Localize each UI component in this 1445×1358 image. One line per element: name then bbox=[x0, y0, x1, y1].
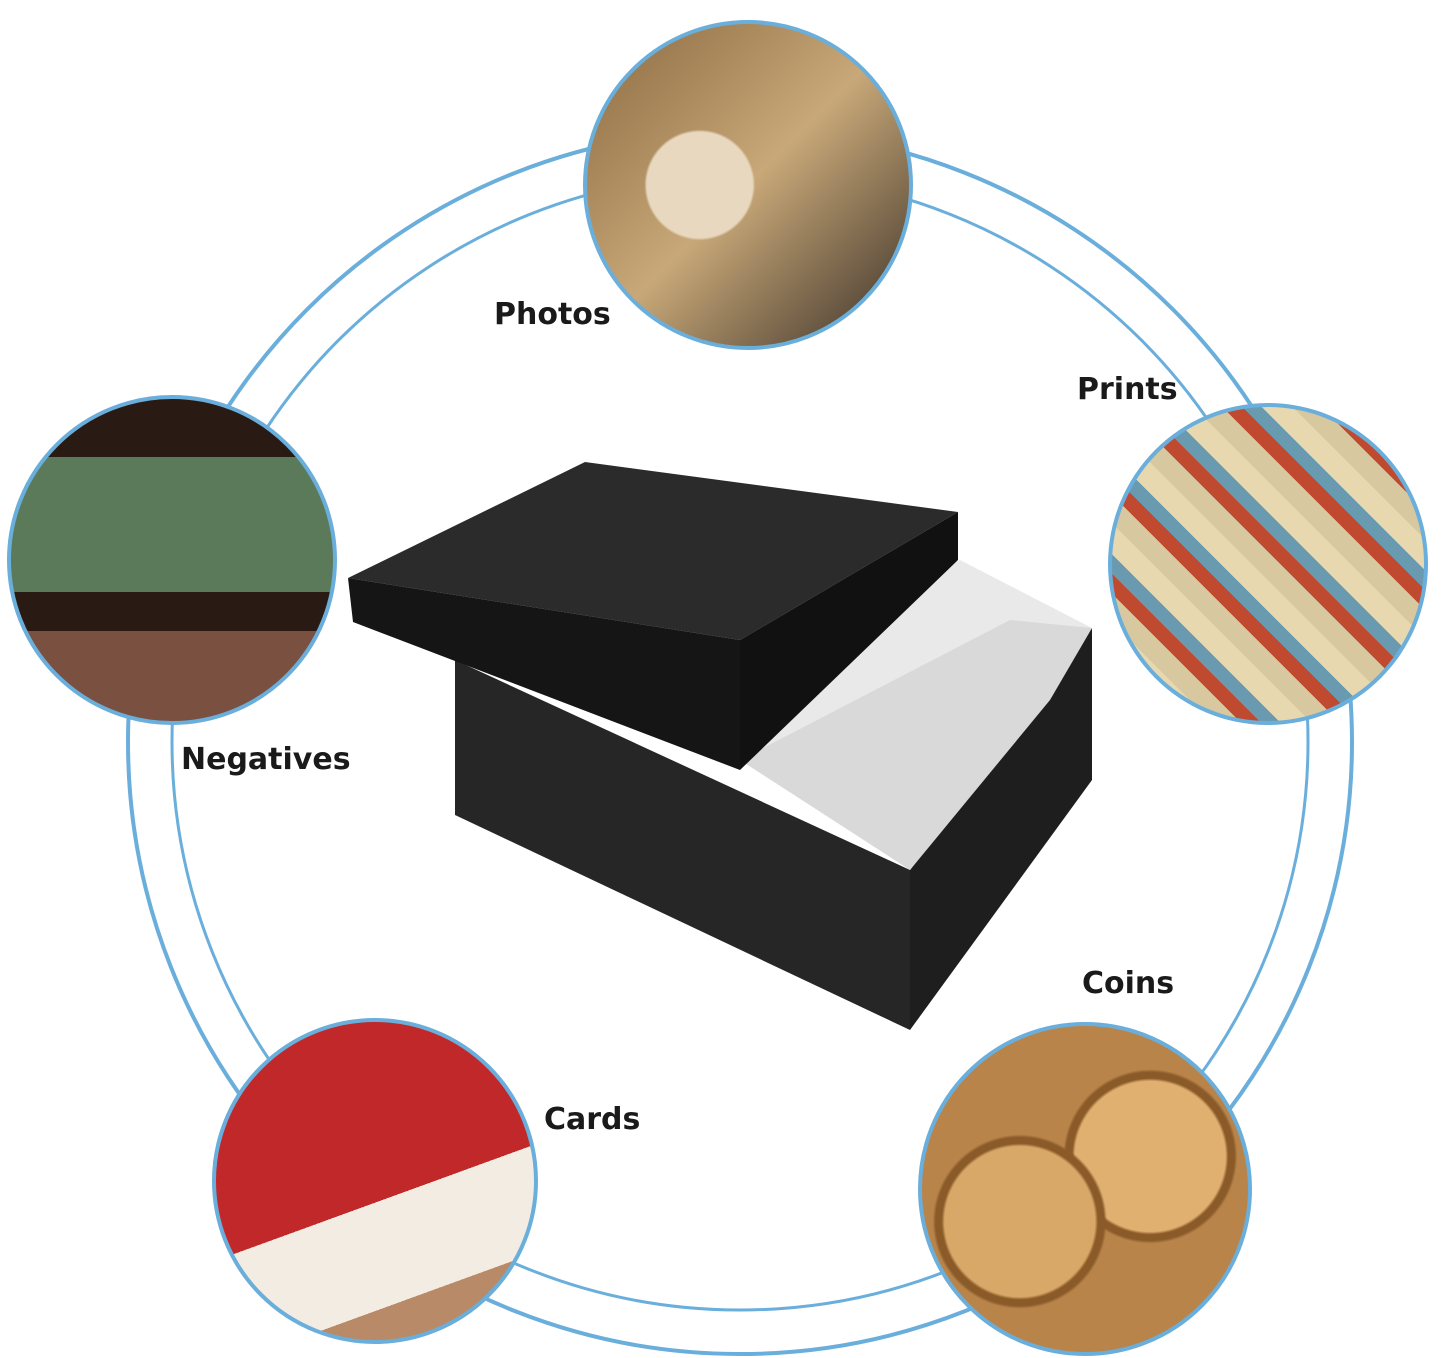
label-prints: Prints bbox=[1077, 372, 1178, 407]
photos-image bbox=[583, 20, 913, 350]
storage-box bbox=[348, 462, 1092, 1030]
cards-image bbox=[212, 1018, 538, 1344]
label-photos: Photos bbox=[494, 297, 611, 332]
negatives-image bbox=[7, 395, 337, 725]
label-coins: Coins bbox=[1082, 966, 1175, 1001]
coins-image bbox=[918, 1022, 1252, 1356]
label-negatives: Negatives bbox=[181, 742, 351, 777]
prints-image bbox=[1108, 403, 1428, 725]
label-cards: Cards bbox=[544, 1102, 641, 1137]
